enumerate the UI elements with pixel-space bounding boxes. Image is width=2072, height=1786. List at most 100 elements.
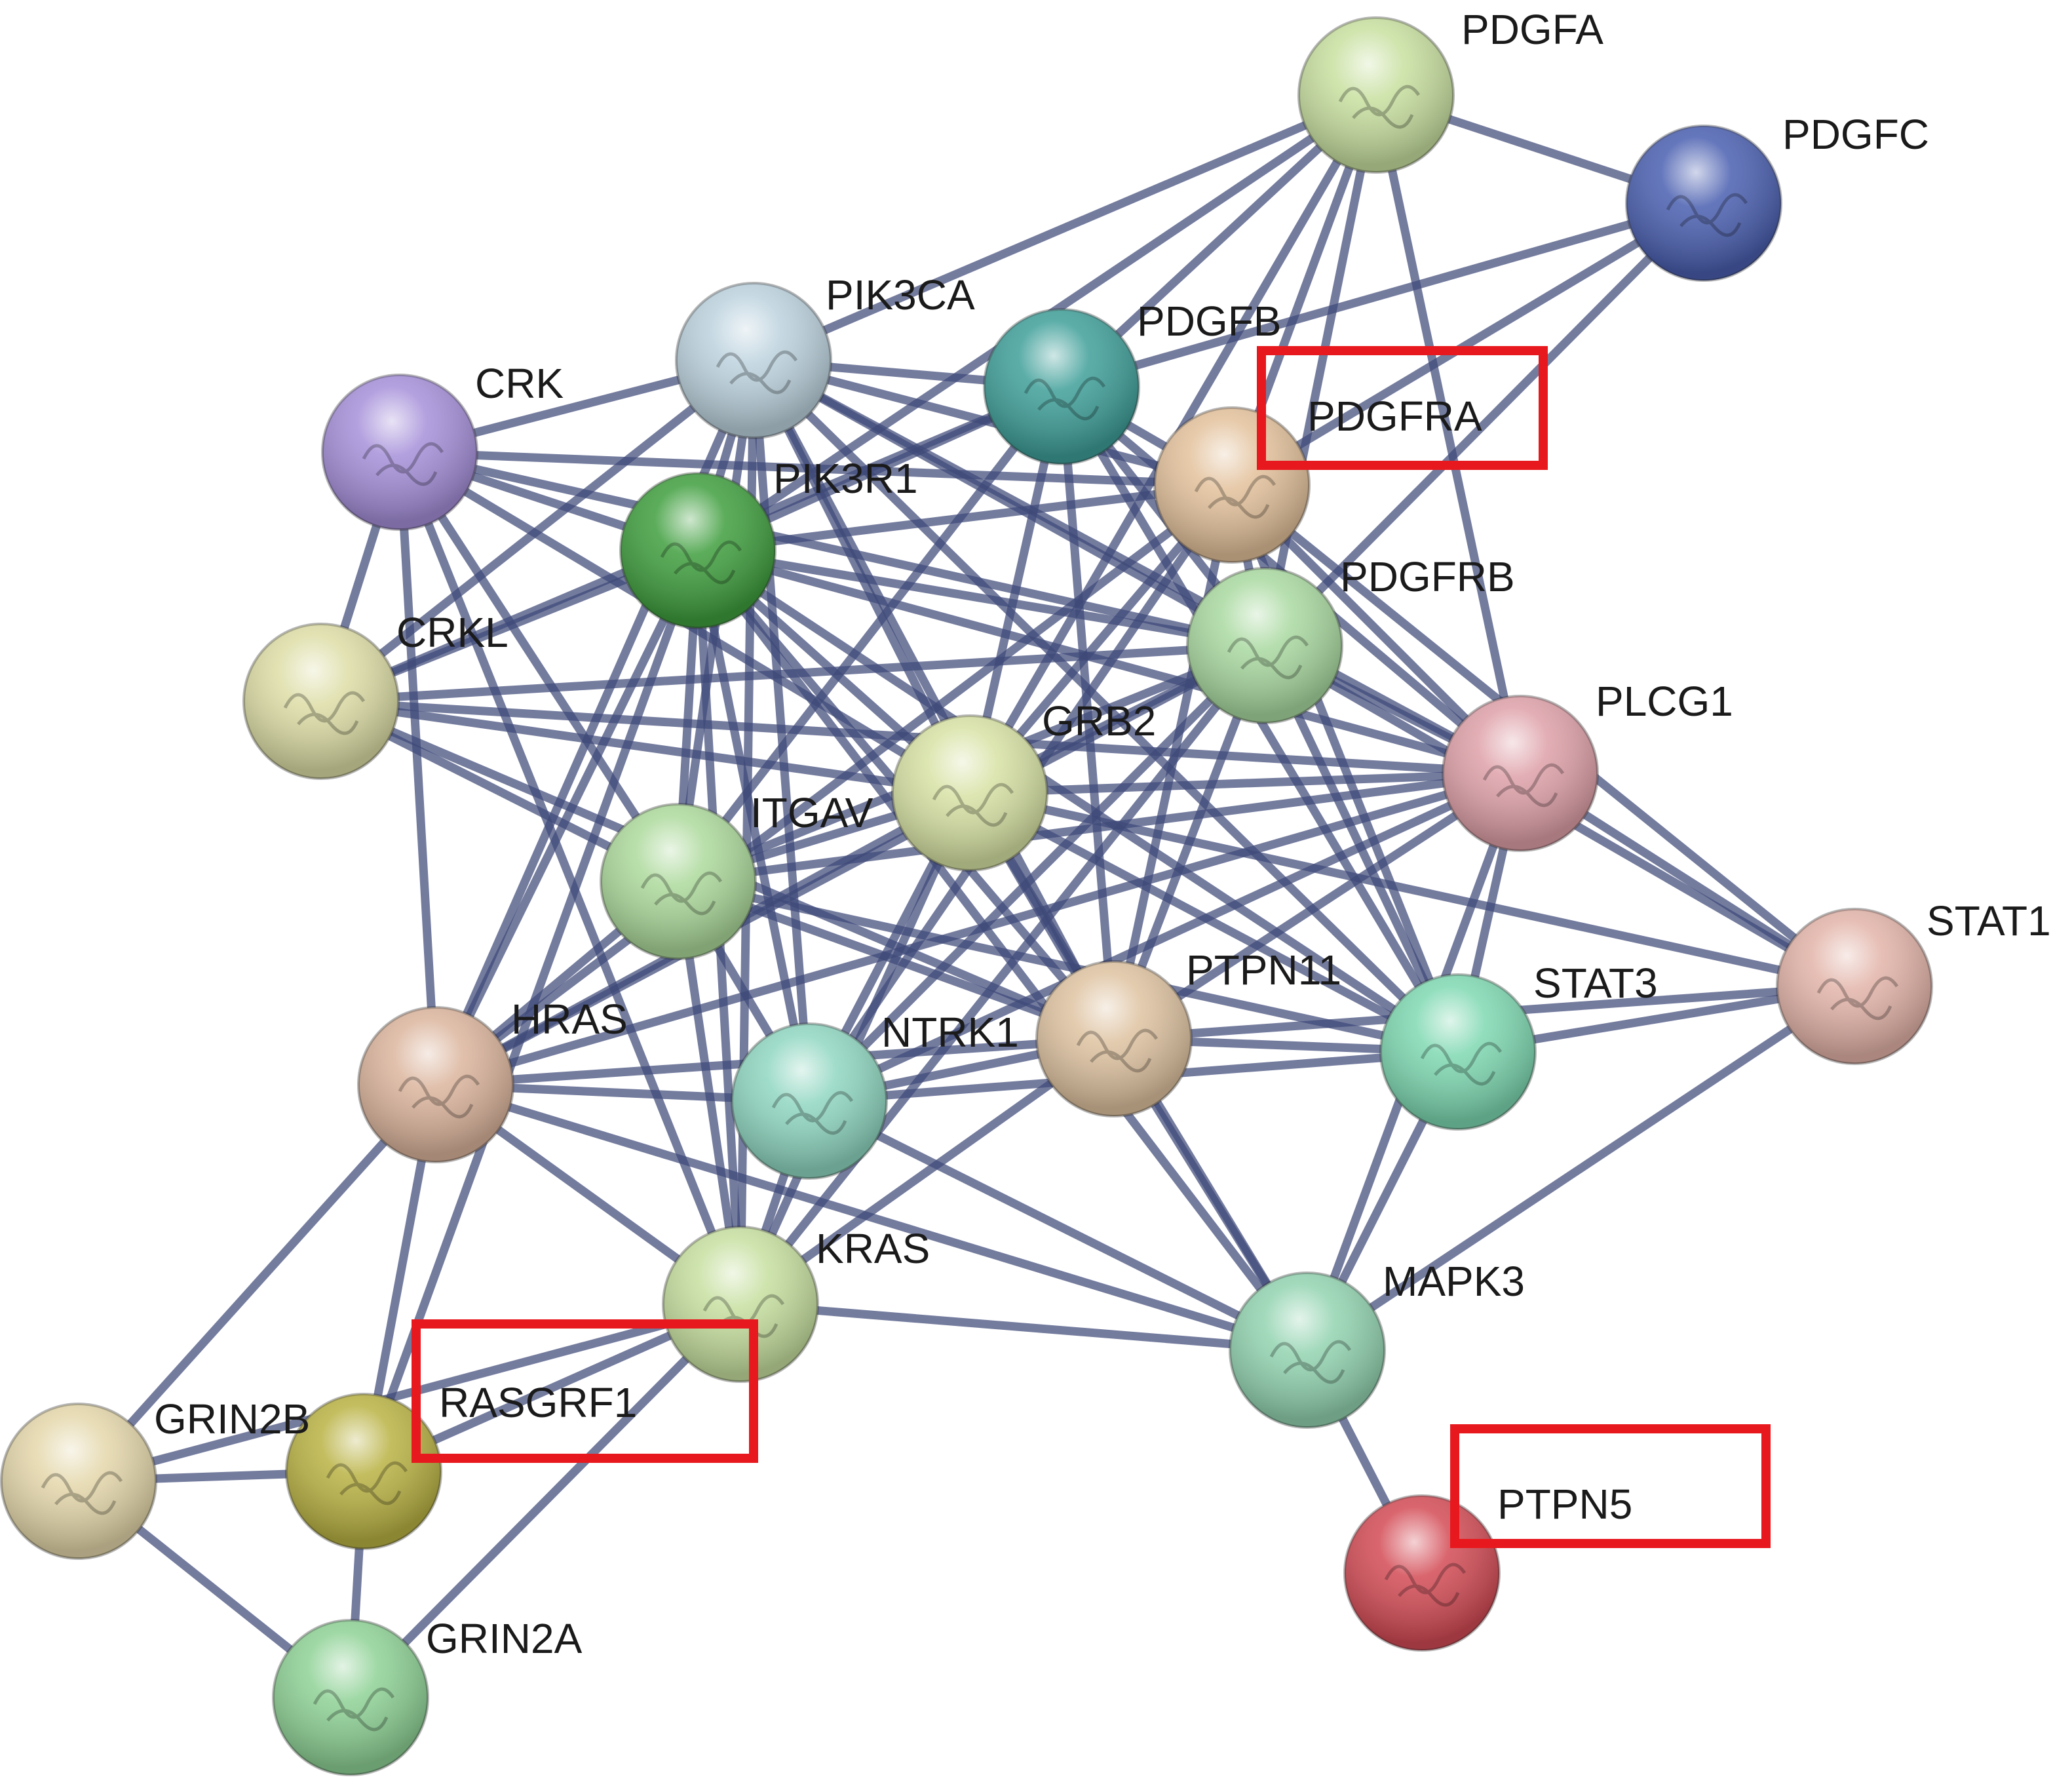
node-mapk3[interactable]: MAPK3 xyxy=(1229,1258,1525,1429)
edge-crk-hras xyxy=(395,448,440,1089)
node-gloss-hras xyxy=(358,1007,513,1162)
edge-pdgfc-pdgfra xyxy=(1227,199,1708,490)
edge-plcg1-ntrk1 xyxy=(805,769,1525,1106)
structure-thumbnail-icon xyxy=(1816,976,1899,1020)
node-grin2b[interactable]: GRIN2B xyxy=(0,1395,310,1560)
edge-hras-mapk3 xyxy=(431,1080,1312,1355)
node-stat1[interactable]: STAT1 xyxy=(1776,897,2051,1065)
node-label-ntrk1: NTRK1 xyxy=(881,1009,1019,1056)
node-gloss-grb2 xyxy=(892,716,1047,870)
node-gloss-mapk3 xyxy=(1230,1273,1385,1427)
node-label-ptpn11: PTPN11 xyxy=(1186,946,1341,994)
edge-crkl-grb2 xyxy=(317,697,974,798)
node-label-pdgfb: PDGFB xyxy=(1137,298,1281,345)
node-gloss-stat1 xyxy=(1777,909,1932,1064)
node-label-grb2: GRB2 xyxy=(1042,697,1156,745)
edge-grb2-plcg1 xyxy=(965,769,1525,798)
edge-pik3ca-plcg1 xyxy=(749,356,1525,778)
structure-thumbnail-icon xyxy=(313,1687,395,1732)
node-pdgfa[interactable]: PDGFA xyxy=(1297,6,1603,174)
node-gloss-ntrk1 xyxy=(732,1024,887,1178)
node-label-crk: CRK xyxy=(475,360,564,407)
structure-thumbnail-icon xyxy=(1666,193,1748,237)
edge-pdgfra-crk xyxy=(395,448,1237,490)
edge-pik3r1-ntrk1 xyxy=(693,546,814,1106)
edge-pdgfrb-ntrk1 xyxy=(805,641,1269,1106)
structure-thumbnail-icon xyxy=(771,1091,854,1135)
structure-thumbnail-icon xyxy=(41,1471,123,1515)
highlight-layer xyxy=(412,346,1771,1548)
edge-kras-grin2b xyxy=(74,1300,745,1486)
node-stat3[interactable]: STAT3 xyxy=(1379,960,1658,1131)
structure-thumbnail-icon xyxy=(398,1074,480,1119)
edge-pik3r1-pdgfrb xyxy=(693,546,1269,650)
node-pdgfb[interactable]: PDGFB xyxy=(983,298,1281,465)
node-pdgfrb[interactable]: PDGFRB xyxy=(1186,553,1515,724)
node-pdgfra[interactable]: PDGFRA xyxy=(1153,393,1482,564)
edge-plcg1-hras xyxy=(431,769,1525,1089)
node-gloss-rasgrf1 xyxy=(286,1394,441,1549)
node-grin2a[interactable]: GRIN2A xyxy=(272,1615,583,1776)
structure-thumbnail-icon xyxy=(326,1461,408,1505)
node-label-crkl: CRKL xyxy=(396,609,508,656)
structure-thumbnail-icon xyxy=(1269,1340,1352,1384)
node-gloss-crk xyxy=(322,375,477,530)
edge-kras-mapk3 xyxy=(736,1300,1312,1355)
structure-thumbnail-icon xyxy=(1194,475,1276,519)
edge-stat1-mapk3 xyxy=(1303,982,1859,1355)
node-pdgfc[interactable]: PDGFC xyxy=(1625,111,1929,282)
structure-thumbnail-icon xyxy=(283,691,366,735)
node-ptpn5[interactable]: PTPN5 xyxy=(1343,1481,1632,1652)
node-gloss-pik3ca xyxy=(676,283,831,438)
node-gloss-grin2b xyxy=(1,1404,156,1559)
node-label-rasgrf1: RASGRF1 xyxy=(439,1379,637,1426)
node-ntrk1[interactable]: NTRK1 xyxy=(731,1009,1019,1180)
edge-crk-itgav xyxy=(395,448,683,886)
node-crk[interactable]: CRK xyxy=(321,360,564,531)
edge-pik3r1-hras xyxy=(431,546,702,1089)
highlight-box-ptpn5 xyxy=(1450,1424,1771,1548)
node-ptpn11[interactable]: PTPN11 xyxy=(1035,946,1341,1117)
structure-thumbnail-icon xyxy=(1420,1041,1503,1086)
node-gloss-pdgfa xyxy=(1299,18,1453,172)
structure-thumbnail-icon xyxy=(362,442,444,486)
edge-hras-grin2b xyxy=(74,1080,440,1486)
node-label-grin2b: GRIN2B xyxy=(154,1395,310,1443)
structure-thumbnail-icon xyxy=(716,350,798,395)
node-gloss-pdgfc xyxy=(1626,126,1781,281)
node-kras[interactable]: KRAS xyxy=(662,1225,930,1383)
structure-thumbnail-icon xyxy=(1338,85,1421,129)
structure-thumbnail-icon xyxy=(1024,376,1106,421)
structure-thumbnail-icon xyxy=(1482,763,1565,807)
node-label-hras: HRAS xyxy=(511,996,628,1043)
edge-pdgfa-pdgfrb xyxy=(1260,90,1381,650)
edge-ntrk1-mapk3 xyxy=(805,1097,1312,1355)
edge-pik3r1-stat3 xyxy=(693,546,1463,1057)
edge-pdgfa-pik3ca xyxy=(749,90,1381,365)
edge-pdgfa-plcg1 xyxy=(1372,90,1525,778)
node-hras[interactable]: HRAS xyxy=(357,996,628,1163)
node-label-stat3: STAT3 xyxy=(1533,960,1658,1007)
node-label-pik3r1: PIK3R1 xyxy=(773,455,918,502)
node-gloss-kras xyxy=(663,1227,818,1382)
edge-pdgfc-pdgfb xyxy=(1057,199,1708,391)
node-label-mapk3: MAPK3 xyxy=(1383,1258,1525,1305)
node-pik3r1[interactable]: PIK3R1 xyxy=(619,455,918,629)
node-itgav[interactable]: ITGAV xyxy=(600,789,873,960)
edge-pdgfra-hras xyxy=(431,480,1237,1089)
node-label-grin2a: GRIN2A xyxy=(426,1615,583,1662)
edge-pdgfrb-crkl xyxy=(317,641,1269,706)
node-rasgrf1[interactable]: RASGRF1 xyxy=(285,1379,637,1550)
node-gloss-itgav xyxy=(601,804,756,959)
node-pik3ca[interactable]: PIK3CA xyxy=(675,271,975,439)
node-gloss-pdgfrb xyxy=(1187,568,1342,723)
node-plcg1[interactable]: PLCG1 xyxy=(1442,678,1733,852)
node-label-pik3ca: PIK3CA xyxy=(826,271,975,319)
node-gloss-plcg1 xyxy=(1443,696,1598,851)
node-crkl[interactable]: CRKL xyxy=(242,609,508,780)
node-grb2[interactable]: GRB2 xyxy=(891,697,1156,872)
node-gloss-pdgfb xyxy=(984,309,1139,464)
node-label-stat1: STAT1 xyxy=(1927,897,2051,944)
